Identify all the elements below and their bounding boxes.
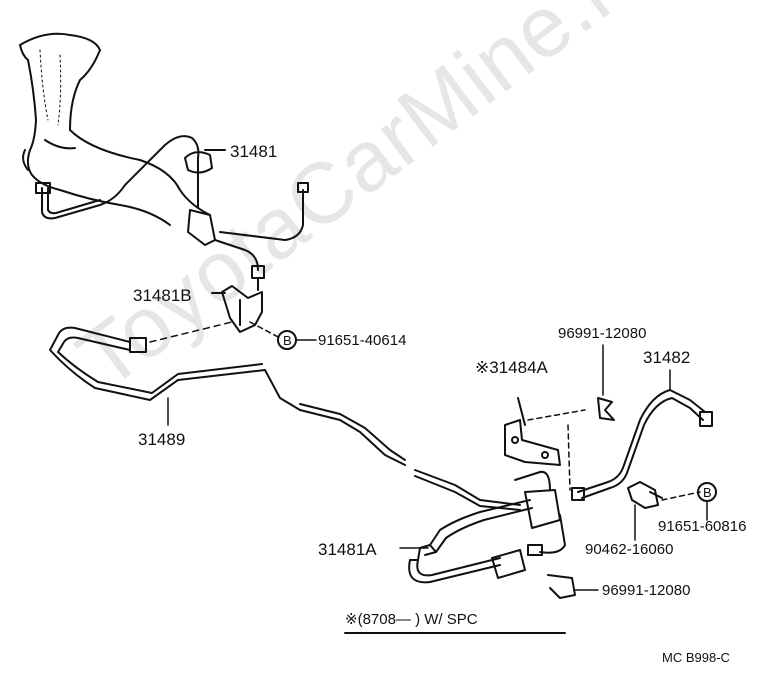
label-31481: 31481 xyxy=(230,142,278,161)
part-31481-line xyxy=(35,135,309,291)
union-90462-16060 xyxy=(627,481,701,541)
label-96991-12080-top: 96991-12080 xyxy=(558,325,647,342)
label-31481A: 31481A xyxy=(318,540,377,559)
label-31489: 31489 xyxy=(138,430,186,449)
label-31481B: 31481B xyxy=(133,286,192,305)
b-mark-label-1: B xyxy=(283,333,292,348)
part-31481A-hose xyxy=(399,470,566,584)
label-90462-16060: 90462-16060 xyxy=(585,541,674,558)
clip-96991-12080-bottom xyxy=(547,574,599,599)
label-96991-12080-bottom: 96991-12080 xyxy=(602,582,691,599)
conditional-note: ※(8708— ) W/ SPC xyxy=(345,611,478,628)
label-31484A: ※31484A xyxy=(475,358,548,377)
label-91651-40614: 91651-40614 xyxy=(318,332,407,349)
part-31481B-bracket xyxy=(149,285,281,343)
b-mark-label-2: B xyxy=(703,485,712,500)
part-31482-line xyxy=(571,369,713,501)
clip-96991-12080-top xyxy=(597,344,615,421)
label-91651-60816: 91651-60816 xyxy=(658,518,747,535)
transmission-housing xyxy=(19,32,211,226)
label-31482: 31482 xyxy=(643,348,691,367)
part-31484A-bracket xyxy=(504,397,586,491)
figure-code: MC B998-C xyxy=(662,650,730,665)
part-31489-line xyxy=(49,326,521,511)
